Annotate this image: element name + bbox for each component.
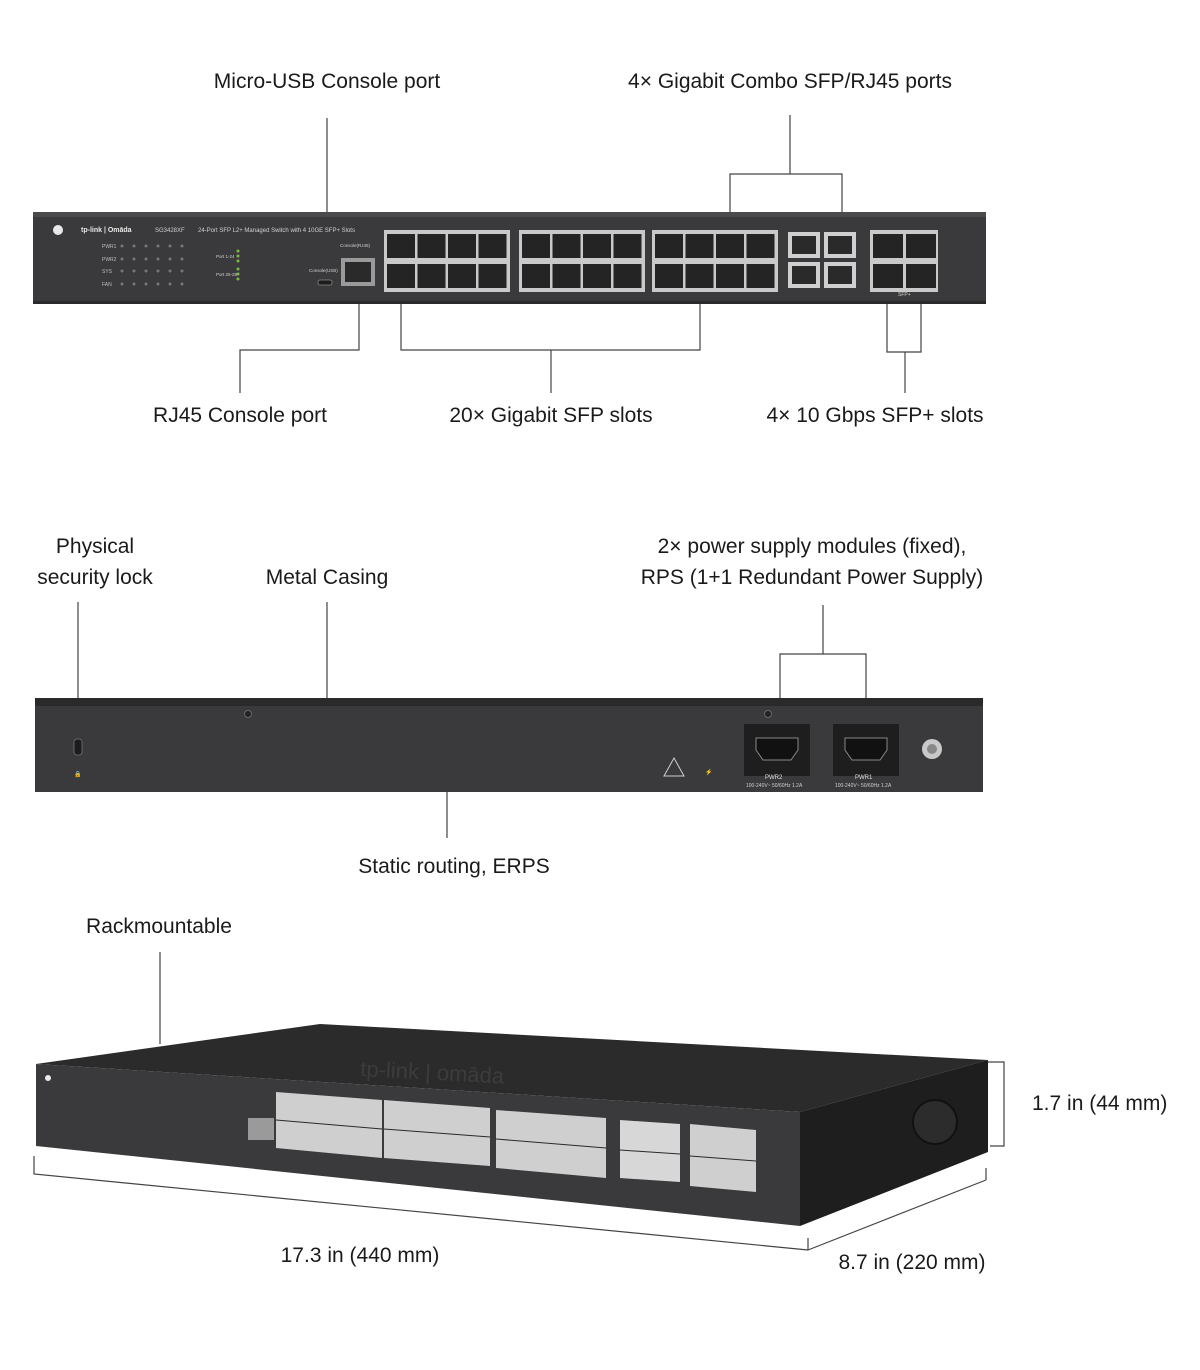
sfp-slots-group: [384, 230, 778, 292]
sfp-slot: [417, 234, 446, 258]
micro-usb-console-callout: Micro-USB Console port: [213, 70, 441, 93]
svg-text:⚡: ⚡: [705, 768, 712, 776]
combo-ports-callout: 4× Gigabit Combo SFP/RJ45 ports: [628, 70, 952, 93]
sfp-slot: [583, 264, 611, 288]
power-supply-callout-line1: 2× power supply modules (fixed),: [657, 535, 967, 558]
sfp-slot: [716, 264, 744, 288]
metal-casing-callout: Metal Casing: [265, 566, 389, 589]
micro-usb-port: [317, 279, 333, 286]
sfp-slot: [655, 234, 683, 258]
rj45-console-callout: RJ45 Console port: [153, 404, 327, 427]
svg-text:🔒: 🔒: [74, 770, 81, 778]
port-1-24-label: Port 1-24: [216, 254, 235, 259]
sfp-slot: [583, 234, 611, 258]
power-supply-callout-line2: RPS (1+1 Redundant Power Supply): [640, 566, 984, 589]
depth-dimension: 8.7 in (220 mm): [838, 1251, 986, 1274]
sfp-slot: [746, 234, 775, 258]
sfp-slot: [613, 264, 642, 288]
sfp-slot: [478, 264, 507, 288]
sfp-slot: [613, 234, 642, 258]
sfp-slot: [716, 234, 744, 258]
sfp-slot: [746, 264, 775, 288]
sfp-slot: [417, 264, 446, 288]
sfp-slot: [387, 264, 415, 288]
warning-icon: [663, 756, 685, 777]
combo-rj45-ports: [788, 232, 856, 288]
sfp-slot: [552, 264, 581, 288]
svg-text:SYS: SYS: [102, 269, 113, 275]
device-brand: tp-link | Omāda: [81, 227, 132, 234]
sfp-slots-callout: 20× Gigabit SFP slots: [449, 404, 653, 427]
svg-text:FAN: FAN: [102, 282, 112, 288]
sfp-slot: [552, 234, 581, 258]
fan-vent-icon: [912, 1099, 958, 1145]
sfp-slot: [685, 264, 714, 288]
security-lock-callout-line1: Physical: [55, 535, 135, 558]
psu-pwr2-name: PWR2: [765, 775, 783, 781]
switch-isometric-view: tp-link | omāda: [36, 1024, 988, 1226]
sfp-slot: [478, 234, 507, 258]
console-rj45-label: Console(RJ45): [340, 243, 371, 248]
device-model: SG3428XF: [155, 228, 185, 234]
psu-pwr2-rating: 100-240V~ 50/60Hz 1.2A: [746, 783, 803, 789]
sfp-slot: [522, 234, 550, 258]
height-dimension: 1.7 in (44 mm): [1032, 1092, 1168, 1115]
psu-pwr1-rating: 100-240V~ 50/60Hz 1.2A: [835, 783, 892, 789]
switch-front-panel: PWR1 PWR2 SYS FAN: [33, 212, 986, 304]
sfp-slot: [448, 234, 476, 258]
sfp-slot: [387, 234, 415, 258]
console-usb-label: Console(USB): [309, 268, 338, 273]
width-dimension: 17.3 in (440 mm): [280, 1244, 440, 1267]
psu-pwr1-name: PWR1: [855, 775, 873, 781]
sfp-plus-label: SFP+: [898, 292, 911, 298]
sfp-plus-slots: [870, 230, 938, 292]
device-description: 24-Port SFP L2+ Managed Switch with 4 10…: [198, 228, 355, 234]
security-lock-callout-line2: security lock: [37, 566, 153, 589]
rackmountable-callout: Rackmountable: [86, 915, 232, 938]
tp-link-logo-icon: [53, 225, 63, 235]
sfp-slot: [655, 264, 683, 288]
sfp-slot: [448, 264, 476, 288]
static-routing-callout: Static routing, ERPS: [358, 855, 550, 878]
sfp-slot: [522, 264, 550, 288]
svg-text:PWR2: PWR2: [102, 257, 117, 263]
sfp-plus-slots-callout: 4× 10 Gbps SFP+ slots: [766, 404, 984, 427]
port-25-28-label: Port 25-28: [216, 272, 238, 277]
svg-text:PWR1: PWR1: [102, 244, 117, 250]
security-lock-slot: [73, 738, 83, 756]
sfp-slot: [685, 234, 714, 258]
switch-rear-panel: 🔒 ⚡: [35, 698, 983, 792]
